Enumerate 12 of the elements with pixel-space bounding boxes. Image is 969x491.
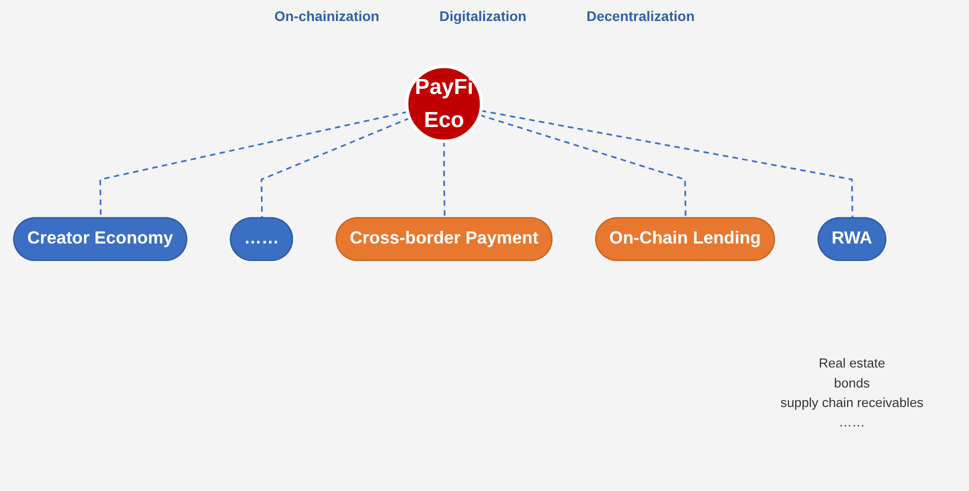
connector bbox=[479, 114, 686, 218]
connector bbox=[442, 140, 445, 218]
ring-label: Decentralization bbox=[586, 8, 695, 26]
connector bbox=[480, 109, 853, 218]
node-label: …… bbox=[838, 414, 865, 430]
node-label: Real estate bbox=[818, 355, 885, 370]
node-label: bonds bbox=[834, 374, 870, 390]
node-label: supply chain receivables bbox=[780, 394, 923, 410]
ring-label: On-chainization bbox=[274, 8, 380, 26]
connector bbox=[98, 110, 408, 218]
node-circle: PayFi Eco bbox=[404, 64, 483, 142]
ring-label: Digitalization bbox=[439, 8, 526, 26]
